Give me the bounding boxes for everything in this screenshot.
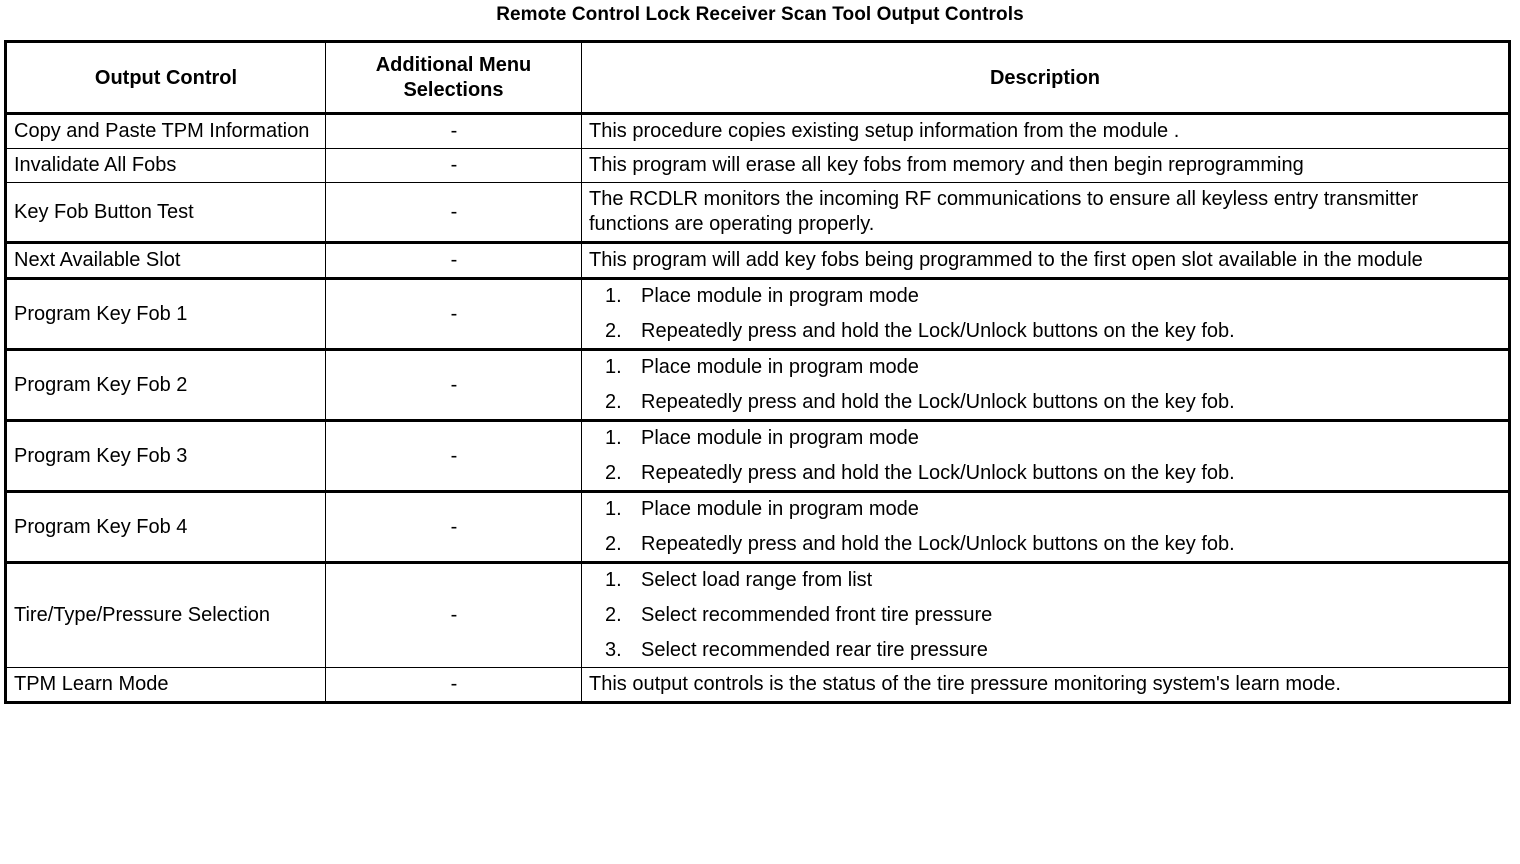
cell-output-control: Key Fob Button Test — [5, 182, 326, 244]
table-row: Tire/Type/Pressure Selection- 1. Select lo… — [5, 562, 1510, 668]
table-body: Copy and Paste TPM Information-This proc… — [5, 113, 1510, 703]
table-row: Invalidate All Fobs-This program will er… — [5, 148, 1510, 183]
step-number: 1. — [605, 356, 622, 378]
column-header-output-control: Output Control — [5, 41, 326, 115]
cell-description: 1. Select load range from list 2. Select re… — [581, 562, 1510, 668]
cell-additional-menu-selections: - — [325, 148, 582, 183]
step-number: 2. — [605, 391, 622, 413]
cell-additional-menu-selections: - — [325, 420, 582, 493]
column-header-line-2: Selections — [403, 79, 504, 101]
step-text: Place module in program mode — [641, 356, 919, 378]
description-step-item: 1. Select load range from list — [589, 568, 1502, 593]
step-text: Place module in program mode — [641, 498, 919, 520]
description-text: This procedure copies existing setup inf… — [589, 120, 1180, 142]
description-step-item: 1. Place module in program mode — [589, 355, 1502, 380]
cell-description: This procedure copies existing setup inf… — [581, 113, 1510, 149]
step-text: Repeatedly press and hold the Lock/Unloc… — [641, 462, 1235, 484]
step-number: 2. — [605, 533, 622, 555]
table-row: Program Key Fob 3- 1. Place module in prog… — [5, 420, 1510, 493]
description-step-item: 1. Place module in program mode — [589, 426, 1502, 451]
column-header-additional-menu-selections: Additional Menu Selections — [325, 41, 582, 115]
description-step-list: 1. Place module in program mode 2. Repeated… — [589, 355, 1502, 415]
cell-description: This program will erase all key fobs fro… — [581, 148, 1510, 183]
step-number: 1. — [605, 569, 622, 591]
step-text: Place module in program mode — [641, 285, 919, 307]
page-title: Remote Control Lock Receiver Scan Tool O… — [496, 4, 1024, 25]
cell-output-control: Copy and Paste TPM Information — [5, 113, 326, 149]
cell-additional-menu-selections: - — [325, 278, 582, 351]
table-row: Program Key Fob 1- 1. Place module in prog… — [5, 278, 1510, 351]
description-step-item: 2. Select recommended front tire pressure — [589, 603, 1502, 628]
step-text: Repeatedly press and hold the Lock/Unloc… — [641, 391, 1235, 413]
cell-output-control: Invalidate All Fobs — [5, 148, 326, 183]
step-number: 1. — [605, 427, 622, 449]
table-row: Program Key Fob 4- 1. Place module in prog… — [5, 491, 1510, 564]
description-step-list: 1. Place module in program mode 2. Repeated… — [589, 426, 1502, 486]
step-text: Select recommended front tire pressure — [641, 604, 993, 626]
cell-output-control: Program Key Fob 4 — [5, 491, 326, 564]
cell-description: 1. Place module in program mode 2. Repeated… — [581, 420, 1510, 493]
column-header-line-1: Additional Menu — [375, 54, 532, 76]
cell-additional-menu-selections: - — [325, 113, 582, 149]
description-step-item: 2. Repeatedly press and hold the Lock/Unl… — [589, 461, 1502, 486]
table-row: TPM Learn Mode-This output controls is t… — [5, 667, 1510, 703]
cell-output-control: Program Key Fob 3 — [5, 420, 326, 493]
step-number: 1. — [605, 498, 622, 520]
cell-description: The RCDLR monitors the incoming RF commu… — [581, 182, 1510, 244]
cell-additional-menu-selections: - — [325, 349, 582, 422]
table-header-row: Output Control Additional Menu Selection… — [5, 41, 1510, 115]
description-step-item: 1. Place module in program mode — [589, 284, 1502, 309]
cell-output-control: Program Key Fob 2 — [5, 349, 326, 422]
description-step-item: 2. Repeatedly press and hold the Lock/Unl… — [589, 319, 1502, 344]
table-row: Program Key Fob 2- 1. Place module in prog… — [5, 349, 1510, 422]
step-number: 2. — [605, 604, 622, 626]
cell-additional-menu-selections: - — [325, 667, 582, 703]
step-text: Repeatedly press and hold the Lock/Unloc… — [641, 533, 1235, 555]
cell-description: 1. Place module in program mode 2. Repeated… — [581, 349, 1510, 422]
cell-description: 1. Place module in program mode 2. Repeated… — [581, 278, 1510, 351]
description-text: This program will erase all key fobs fro… — [589, 154, 1304, 176]
step-text: Repeatedly press and hold the Lock/Unloc… — [641, 320, 1235, 342]
step-number: 2. — [605, 320, 622, 342]
cell-description: This output controls is the status of th… — [581, 667, 1510, 703]
description-step-item: 2. Repeatedly press and hold the Lock/Unl… — [589, 532, 1502, 557]
step-text: Select load range from list — [641, 569, 873, 591]
step-text: Select recommended rear tire pressure — [641, 639, 988, 661]
description-step-item: 1. Place module in program mode — [589, 497, 1502, 522]
step-number: 2. — [605, 462, 622, 484]
cell-additional-menu-selections: - — [325, 562, 582, 668]
table-row: Next Available Slot-This program will ad… — [5, 242, 1510, 280]
output-controls-table-wrapper: Output Control Additional Menu Selection… — [4, 40, 1511, 704]
cell-description: 1. Place module in program mode 2. Repeated… — [581, 491, 1510, 564]
description-text: The RCDLR monitors the incoming RF commu… — [589, 188, 1419, 235]
cell-additional-menu-selections: - — [325, 491, 582, 564]
description-step-item: 3. Select recommended rear tire pressure — [589, 638, 1502, 663]
step-number: 1. — [605, 285, 622, 307]
description-step-list: 1. Select load range from list 2. Select re… — [589, 568, 1502, 663]
table-row: Key Fob Button Test-The RCDLR monitors t… — [5, 182, 1510, 244]
table-row: Copy and Paste TPM Information-This proc… — [5, 113, 1510, 149]
cell-output-control: TPM Learn Mode — [5, 667, 326, 703]
step-number: 3. — [605, 639, 622, 661]
output-controls-table: Output Control Additional Menu Selection… — [4, 40, 1511, 704]
cell-description: This program will add key fobs being pro… — [581, 242, 1510, 280]
cell-output-control: Tire/Type/Pressure Selection — [5, 562, 326, 668]
description-text: This program will add key fobs being pro… — [589, 249, 1423, 271]
step-text: Place module in program mode — [641, 427, 919, 449]
cell-output-control: Program Key Fob 1 — [5, 278, 326, 351]
description-step-list: 1. Place module in program mode 2. Repeated… — [589, 497, 1502, 557]
cell-additional-menu-selections: - — [325, 242, 582, 280]
column-header-description: Description — [581, 41, 1510, 115]
cell-additional-menu-selections: - — [325, 182, 582, 244]
description-text: This output controls is the status of th… — [589, 673, 1341, 695]
cell-output-control: Next Available Slot — [5, 242, 326, 280]
description-step-list: 1. Place module in program mode 2. Repeated… — [589, 284, 1502, 344]
description-step-item: 2. Repeatedly press and hold the Lock/Unl… — [589, 390, 1502, 415]
